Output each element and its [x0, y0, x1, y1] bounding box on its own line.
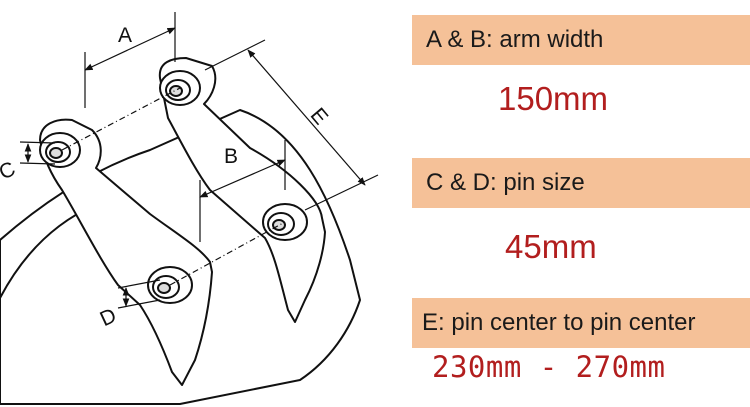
bucket-linkage-drawing: A B C D E — [0, 12, 379, 405]
spec-heading-pin-size: C & D: pin size — [412, 158, 750, 208]
dimension-e — [204, 39, 379, 211]
dimension-c-label: C — [0, 157, 19, 184]
dimension-b-label: B — [224, 145, 238, 168]
spec-value-pin-size: 45mm — [505, 228, 597, 265]
front-ear-plate — [39, 118, 213, 386]
dimension-c — [19, 141, 56, 165]
spec-heading-pin-center: E: pin center to pin center — [412, 298, 750, 348]
spec-value-arm-width: 150mm — [498, 80, 609, 117]
dimension-a — [84, 12, 176, 108]
pin-front-top — [39, 132, 81, 168]
spec-value-pin-center: 230mm - 270mm — [432, 350, 666, 384]
dimension-d — [117, 279, 161, 309]
dimension-a-label: A — [118, 24, 132, 47]
dimension-e-label: E — [306, 104, 333, 130]
spec-heading-arm-width: A & B: arm width — [412, 15, 750, 65]
